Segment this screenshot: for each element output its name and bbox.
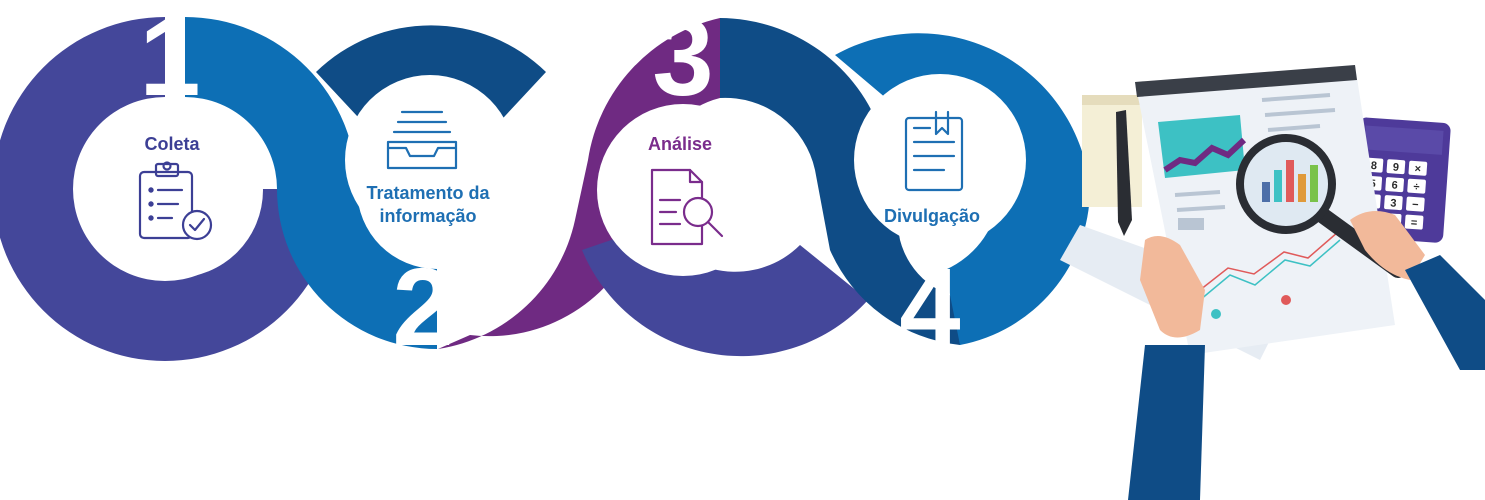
left-hand-icon	[1128, 236, 1205, 500]
ring-4	[835, 33, 1090, 346]
right-hand-icon	[1350, 211, 1485, 370]
step-2-label-line1: Tratamento da	[366, 183, 490, 203]
ring-1-right	[185, 17, 437, 349]
calc-key-9: 9	[1392, 161, 1399, 173]
step-1-label: Coleta	[144, 134, 200, 154]
report-document-icon	[904, 110, 964, 192]
step-4-number: 4	[899, 246, 960, 369]
ring-2-3-connector	[438, 18, 720, 349]
calc-key-8: 8	[1370, 160, 1377, 172]
ring-1-left	[0, 17, 337, 361]
step-2-circle	[345, 75, 515, 245]
inner-circles	[87, 74, 1026, 278]
calc-key-equals: =	[1410, 217, 1417, 229]
step-3: Análise	[648, 134, 724, 246]
step-4-label: Divulgação	[884, 206, 980, 226]
calc-key-divide: ÷	[1413, 181, 1420, 193]
pen-icon	[1116, 110, 1132, 236]
step-4: Divulgação	[884, 110, 980, 226]
calc-key-times: ×	[1414, 163, 1421, 175]
step-2-label-line2: informação	[379, 206, 476, 226]
calc-key-3: 3	[1390, 197, 1397, 209]
step-2: Tratamento da informação	[366, 110, 491, 226]
calc-key-minus: −	[1412, 199, 1419, 211]
step-1-number: 1	[139, 0, 200, 119]
notepad-icon	[1082, 95, 1142, 207]
step-4-circle	[854, 74, 1026, 246]
step-3-label: Análise	[648, 134, 712, 154]
analysis-illustration: 8 9 × 5 6 ÷ 2 3 − + =	[1060, 65, 1485, 500]
step-numbers: 1 2 3 4	[139, 0, 960, 369]
clipboard-checklist-icon	[138, 161, 213, 241]
step-3-number: 3	[652, 0, 713, 119]
file-tray-icon	[386, 110, 458, 170]
document-search-icon	[650, 168, 724, 246]
step-3-circle	[597, 104, 769, 276]
calc-key-6: 6	[1391, 179, 1398, 191]
step-2-number: 2	[392, 246, 453, 369]
ring-3-4-connector	[720, 18, 975, 345]
step-1: Coleta	[138, 134, 213, 241]
